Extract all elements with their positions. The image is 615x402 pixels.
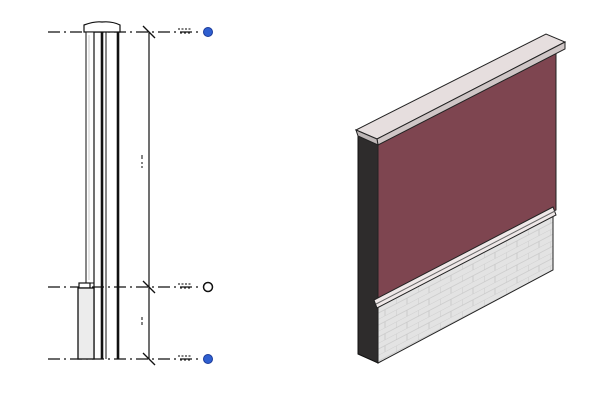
wall-end-face bbox=[357, 133, 379, 364]
level-head-icon[interactable] bbox=[203, 27, 213, 37]
base-ledge bbox=[78, 282, 91, 289]
level-head-icon[interactable] bbox=[202, 281, 214, 293]
wall-cap bbox=[83, 21, 121, 33]
level-label-bottom bbox=[178, 355, 192, 361]
wall-finish-layer bbox=[85, 31, 95, 284]
wall-section-view bbox=[48, 21, 214, 366]
level-head-icon[interactable] bbox=[203, 354, 213, 364]
level-label-top bbox=[178, 28, 192, 34]
wall-base bbox=[77, 287, 95, 360]
wall-3d-view[interactable] bbox=[354, 33, 567, 364]
level-label-mid bbox=[178, 283, 192, 289]
